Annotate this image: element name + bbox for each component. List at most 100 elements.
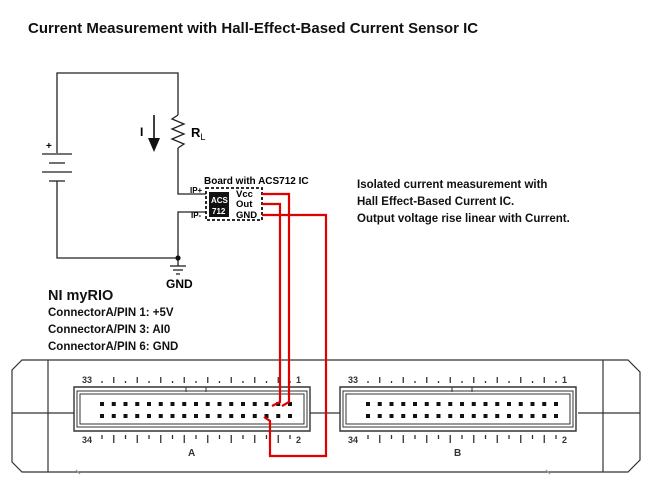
load-label: RL [191, 125, 205, 142]
chip-label-line1: ACS [211, 196, 229, 205]
connector-pin [530, 402, 535, 406]
connector-pin [366, 414, 370, 418]
description-note: Isolated current measurement with Hall E… [357, 177, 570, 228]
note-line: Isolated current measurement with [357, 179, 548, 191]
connector-pin [135, 414, 140, 418]
output-label-vcc: Vcc [236, 189, 253, 200]
connector-pin [229, 414, 234, 418]
connector-pin [377, 402, 382, 406]
connector-pin [530, 414, 535, 418]
connector-socket [79, 393, 305, 425]
connector-pin [194, 414, 198, 418]
connector-pin [111, 402, 116, 406]
connector-pin [100, 402, 104, 406]
connector-pin [542, 402, 547, 406]
connector-pin [389, 402, 394, 406]
pin-assignment: ConnectorA/PIN 3: AI0 [48, 324, 171, 336]
pin-assignment: ConnectorA/PIN 6: GND [48, 341, 179, 353]
connector-pin [507, 414, 511, 418]
output-label-out: Out [236, 199, 253, 210]
pin-number-label: 34 [348, 435, 358, 445]
pin-assignment: ConnectorA/PIN 1: +5V [48, 307, 174, 319]
input-label-ip-plus: IP+ [190, 186, 203, 195]
pin-number-label: 34 [82, 435, 92, 445]
connector-pin [448, 414, 453, 418]
pin-number-label: 33 [348, 375, 358, 385]
connector-socket [345, 393, 571, 425]
connector-pin [170, 414, 175, 418]
connector-pin [507, 402, 511, 406]
connector-pin [147, 402, 151, 406]
battery-icon [42, 153, 72, 188]
connector-pin [460, 414, 464, 418]
wire-gnd-to-pin6 [262, 213, 328, 458]
connector-pin [518, 402, 523, 406]
connector-pin [229, 402, 234, 406]
connector-shroud [339, 386, 577, 432]
connector-pin [518, 414, 523, 418]
acs712-chip [209, 192, 229, 217]
connector-pin [123, 402, 128, 406]
connector-pin [471, 402, 476, 406]
wire-bottom [56, 188, 178, 259]
connector-pin [123, 414, 128, 418]
myrio-title: NI myRIO [48, 288, 114, 304]
current-label: I [140, 125, 143, 139]
pin-number-label: 2 [562, 435, 567, 445]
connector-pin [413, 402, 417, 406]
wire-out-to-pin3 [262, 202, 282, 407]
connector-pin [264, 402, 269, 406]
connector-shroud [73, 386, 311, 432]
myrio-device [11, 359, 641, 475]
note-line: Hall Effect-Based Current IC. [357, 196, 515, 208]
connector-pin [158, 414, 163, 418]
signal-wires [262, 192, 328, 458]
connector-pin [147, 414, 151, 418]
output-label-gnd: GND [236, 210, 257, 221]
resistor-symbol [170, 114, 186, 149]
connector-pin [424, 414, 429, 418]
wire-vcc-to-pin1 [262, 192, 291, 407]
connector-inner-frame [342, 390, 574, 428]
wire-top [56, 72, 179, 153]
connector-pin [205, 402, 210, 406]
connector-pin [436, 414, 441, 418]
connector-pin [158, 402, 163, 406]
ground-label: GND [166, 277, 193, 291]
connector-pin [366, 402, 370, 406]
connector-pin [264, 414, 269, 418]
page-title: Current Measurement with Hall-Effect-Bas… [28, 20, 479, 37]
connector-pin [460, 402, 464, 406]
ground-icon [170, 265, 186, 275]
connector-pin [288, 414, 292, 418]
connector-pin [542, 414, 547, 418]
connector-pin [241, 414, 245, 418]
connector-pin [389, 414, 394, 418]
connector-name-label: A [188, 448, 195, 459]
connector-pin [252, 414, 257, 418]
pin-number-label: 2 [296, 435, 301, 445]
pin-number-label: 1 [562, 375, 567, 385]
connector-pin [100, 414, 104, 418]
connector-pin [483, 402, 488, 406]
connector-pin [448, 402, 453, 406]
connector-pin [217, 414, 222, 418]
sensor-board-caption: Board with ACS712 IC [204, 176, 309, 187]
note-line: Output voltage rise linear with Current. [357, 213, 570, 225]
connector-pin [111, 414, 116, 418]
pin-number-label: 1 [296, 375, 301, 385]
battery-plus-label: + [46, 141, 52, 152]
connector-pin [554, 402, 558, 406]
connector-pin [182, 402, 187, 406]
wire-from-ip-minus [177, 211, 206, 258]
connector-pin [288, 402, 292, 406]
current-arrow-icon [148, 115, 160, 152]
wire-to-ip-plus [177, 148, 206, 195]
connector-pin [413, 414, 417, 418]
connector-pin [170, 402, 175, 406]
connector-pin [205, 414, 210, 418]
input-label-ip-minus: IP- [191, 211, 202, 220]
